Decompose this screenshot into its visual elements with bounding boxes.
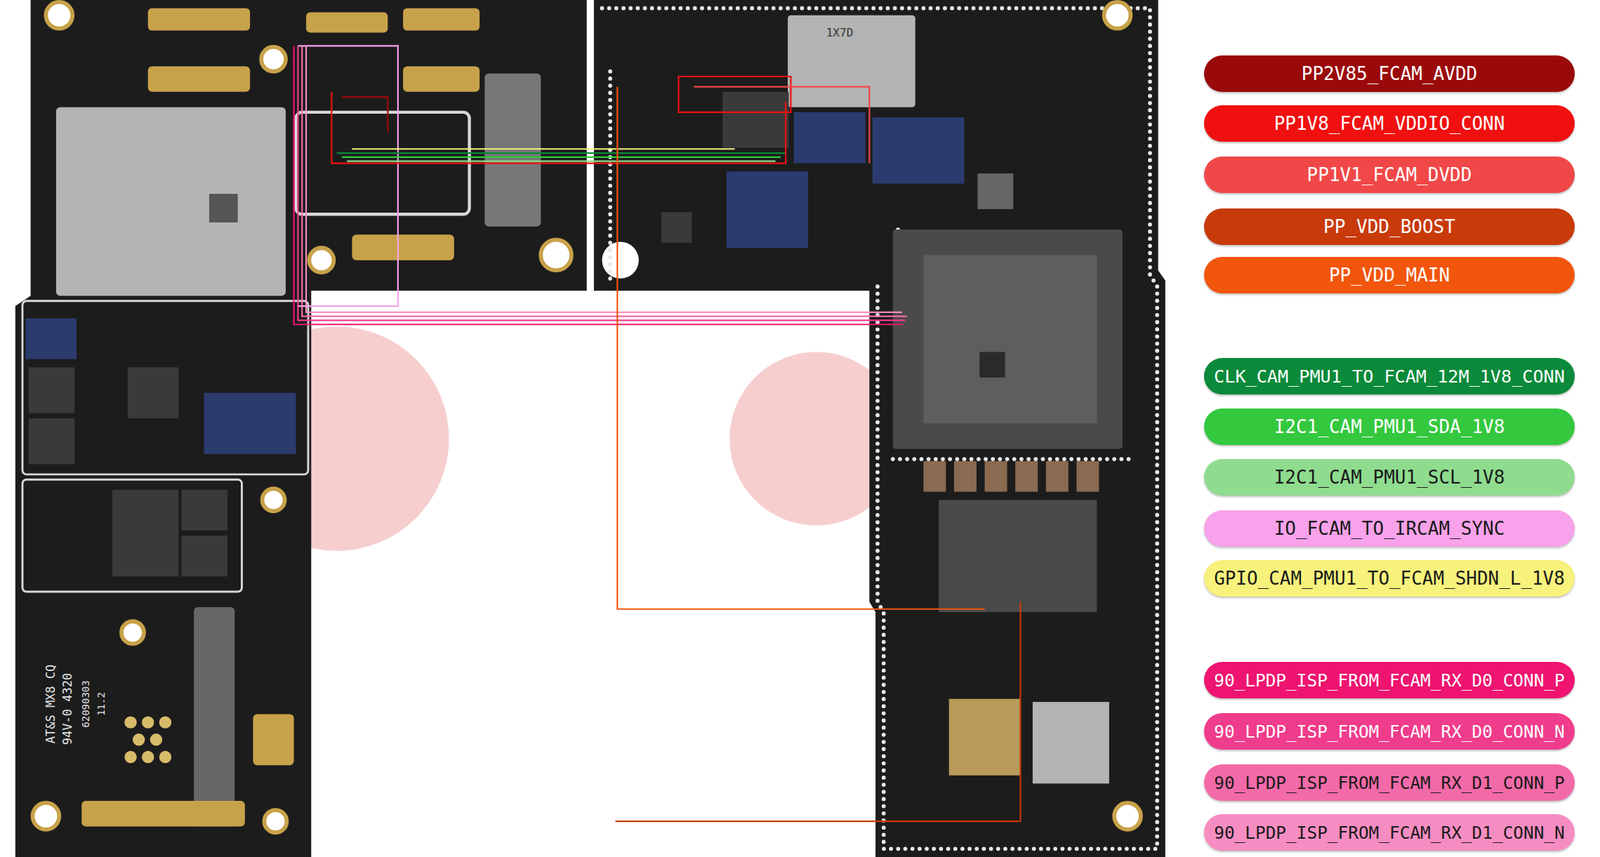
legend-text: 90_LPDP_ISP_FROM_FCAM_RX_D1_CONN_N bbox=[1213, 822, 1565, 844]
legend-text: PP1V1_FCAM_DVDD bbox=[1307, 164, 1473, 186]
legend-text: PP2V85_FCAM_AVDD bbox=[1301, 63, 1478, 85]
legend-text: 90_LPDP_ISP_FROM_FCAM_RX_D0_CONN_N bbox=[1213, 721, 1565, 743]
board-marking: 1X7D bbox=[826, 27, 854, 39]
legend-swatch: IO_FCAM_TO_IRCAM_SYNC bbox=[1204, 510, 1575, 547]
legend-swatch: I2C1_CAM_PMU1_SDA_1V8 bbox=[1204, 408, 1575, 446]
legend-swatch: 90_LPDP_ISP_FROM_FCAM_RX_D1_CONN_N bbox=[1204, 814, 1575, 851]
legend-swatch: GPIO_CAM_PMU1_TO_FCAM_SHDN_L_1V8 bbox=[1204, 560, 1575, 597]
board-marking: AT&S MX8 CQ bbox=[44, 664, 57, 745]
board-marking: 62090303 bbox=[80, 680, 91, 728]
legend-text: GPIO_CAM_PMU1_TO_FCAM_SHDN_L_1V8 bbox=[1213, 567, 1565, 590]
legend-swatch: CLK_CAM_PMU1_TO_FCAM_12M_1V8_CONN bbox=[1204, 358, 1575, 395]
legend-swatch: PP1V8_FCAM_VDDIO_CONN bbox=[1204, 105, 1575, 142]
legend-swatch: PP_VDD_MAIN bbox=[1204, 256, 1575, 294]
legend-text: PP_VDD_BOOST bbox=[1323, 216, 1456, 238]
board-marking: 94V-0 4320 bbox=[61, 673, 74, 745]
legend-swatch: 90_LPDP_ISP_FROM_FCAM_RX_D1_CONN_P bbox=[1204, 764, 1575, 802]
legend-text: PP1V8_FCAM_VDDIO_CONN bbox=[1274, 113, 1506, 135]
legend-swatch: PP1V1_FCAM_DVDD bbox=[1204, 156, 1575, 194]
legend-swatch: PP_VDD_BOOST bbox=[1204, 208, 1575, 246]
legend-text: 90_LPDP_ISP_FROM_FCAM_RX_D0_CONN_P bbox=[1213, 670, 1565, 691]
legend-text: I2C1_CAM_PMU1_SCL_1V8 bbox=[1274, 466, 1506, 488]
legend-text: I2C1_CAM_PMU1_SDA_1V8 bbox=[1274, 416, 1506, 438]
legend-text: 90_LPDP_ISP_FROM_FCAM_RX_D1_CONN_P bbox=[1213, 772, 1565, 794]
legend-text: IO_FCAM_TO_IRCAM_SYNC bbox=[1274, 518, 1506, 540]
legend-text: CLK_CAM_PMU1_TO_FCAM_12M_1V8_CONN bbox=[1213, 366, 1565, 387]
legend-swatch: PP2V85_FCAM_AVDD bbox=[1204, 55, 1575, 92]
legend-swatch: 90_LPDP_ISP_FROM_FCAM_RX_D0_CONN_P bbox=[1204, 662, 1575, 699]
board-marking: 11.2 bbox=[96, 692, 107, 717]
legend-swatch: I2C1_CAM_PMU1_SCL_1V8 bbox=[1204, 459, 1575, 496]
legend-text: PP_VDD_MAIN bbox=[1329, 264, 1450, 286]
legend-swatch: 90_LPDP_ISP_FROM_FCAM_RX_D0_CONN_N bbox=[1204, 713, 1575, 750]
